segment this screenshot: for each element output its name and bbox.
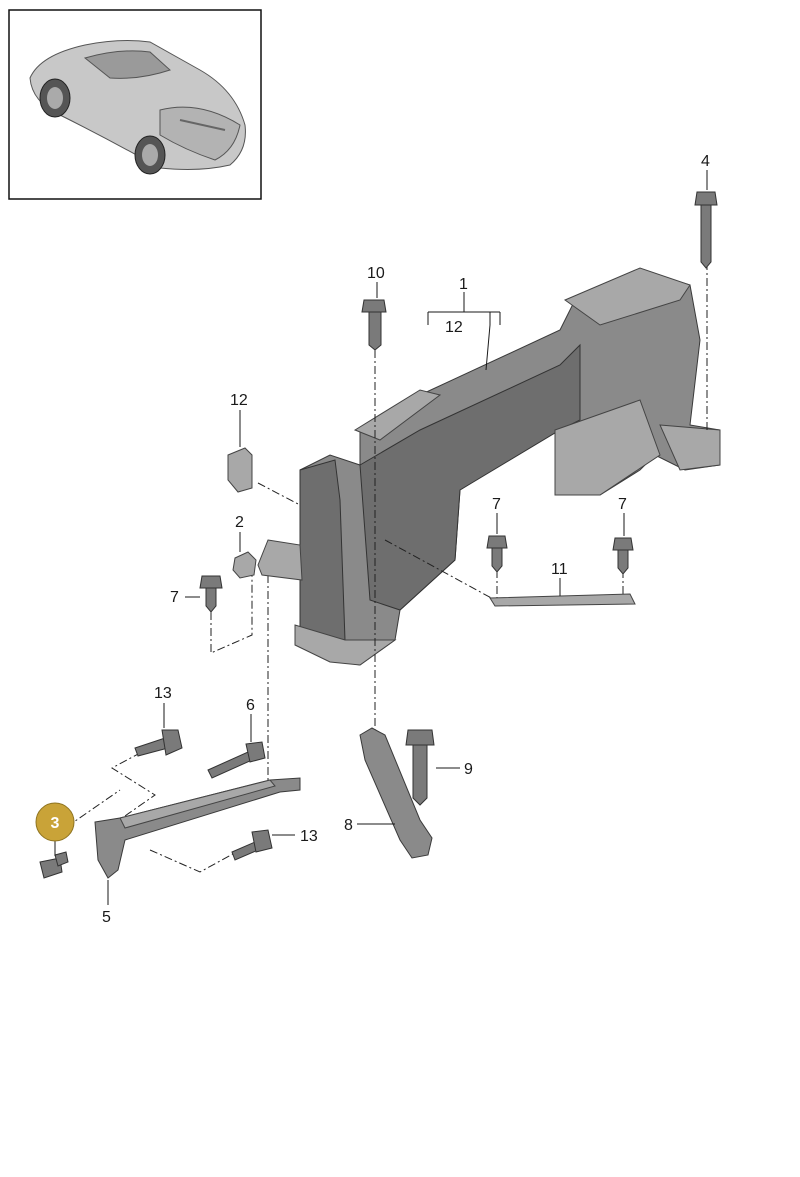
callout-labels: 1 12 4 10 12 2 7 7 7 11 13 6 9 8 13 5 — [102, 153, 710, 926]
callout-13-bottom: 13 — [300, 828, 318, 845]
callout-8: 8 — [344, 817, 353, 834]
clip-part-12 — [227, 447, 253, 493]
callout-11: 11 — [551, 561, 568, 578]
bolt-part-4 — [694, 191, 718, 269]
callout-3: 3 — [51, 815, 60, 832]
callout-2: 2 — [235, 514, 244, 531]
main-frame-part-1 — [294, 267, 721, 666]
callout-12-bracket: 12 — [445, 319, 463, 336]
vehicle-thumbnail — [8, 9, 262, 200]
clip-part-2 — [232, 551, 257, 579]
convertible-car-icon — [29, 40, 246, 175]
callout-6: 6 — [246, 697, 255, 714]
callout-5: 5 — [102, 909, 111, 926]
bracket-part-8 — [359, 727, 433, 859]
callout-7-right: 7 — [618, 496, 627, 513]
bolt-part-13-bottom — [231, 829, 273, 861]
callout-4: 4 — [701, 153, 710, 170]
callout-12: 12 — [230, 392, 248, 409]
strut-part-5 — [94, 777, 301, 879]
bolt-part-10 — [361, 299, 387, 351]
callout-7-mid: 7 — [492, 496, 501, 513]
strut-part-11 — [489, 593, 636, 607]
bolt-part-7-right — [612, 537, 634, 575]
bolt-part-7-mid — [486, 535, 508, 573]
callout-1: 1 — [459, 276, 468, 293]
callout-10: 10 — [367, 265, 385, 282]
bolt-part-7-left — [199, 575, 223, 613]
callout-13-top: 13 — [154, 685, 172, 702]
callout-9: 9 — [464, 761, 473, 778]
leader-lines — [54, 170, 708, 905]
callout-7-left: 7 — [170, 589, 179, 606]
bolt-part-6 — [207, 741, 266, 779]
nut-part-3 — [39, 851, 69, 879]
highlighted-part-badge[interactable]: 3 — [35, 802, 75, 842]
bracket-near-frame — [257, 539, 303, 581]
bolt-part-9 — [405, 729, 435, 806]
bolt-part-13-top — [134, 729, 183, 757]
